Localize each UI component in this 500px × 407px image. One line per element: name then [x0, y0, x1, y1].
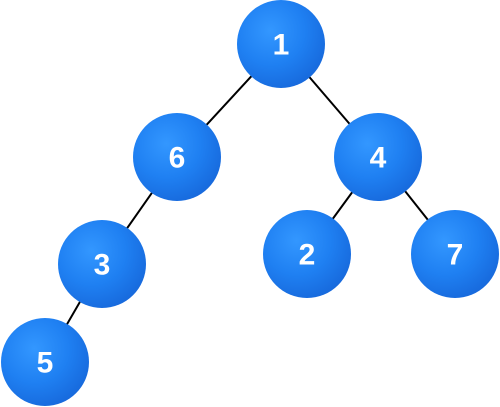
node-label: 4: [370, 142, 387, 175]
node-circle: [58, 220, 146, 308]
node-circle: [133, 113, 221, 201]
edge-n1-n6: [204, 73, 254, 128]
edge-n4-n7: [403, 188, 430, 223]
edge-n1-n4: [307, 74, 352, 127]
tree-node-6: 6: [133, 113, 221, 201]
node-label: 1: [273, 29, 290, 62]
node-label: 7: [447, 239, 464, 272]
node-label: 5: [37, 347, 54, 380]
edges-layer: [65, 73, 430, 327]
node-circle: [263, 210, 351, 298]
edge-n4-n2: [330, 189, 355, 222]
tree-node-2: 2: [263, 210, 351, 298]
tree-node-5: 5: [1, 318, 89, 406]
edge-n3-n5: [65, 299, 82, 327]
node-circle: [411, 210, 499, 298]
edge-n6-n3: [125, 190, 154, 231]
tree-node-1: 1: [237, 0, 325, 88]
node-label: 6: [169, 142, 186, 175]
node-circle: [1, 318, 89, 406]
node-label: 3: [94, 249, 111, 282]
tree-node-7: 7: [411, 210, 499, 298]
node-label: 2: [299, 239, 316, 272]
tree-node-3: 3: [58, 220, 146, 308]
node-circle: [334, 113, 422, 201]
tree-node-4: 4: [334, 113, 422, 201]
node-circle: [237, 0, 325, 88]
